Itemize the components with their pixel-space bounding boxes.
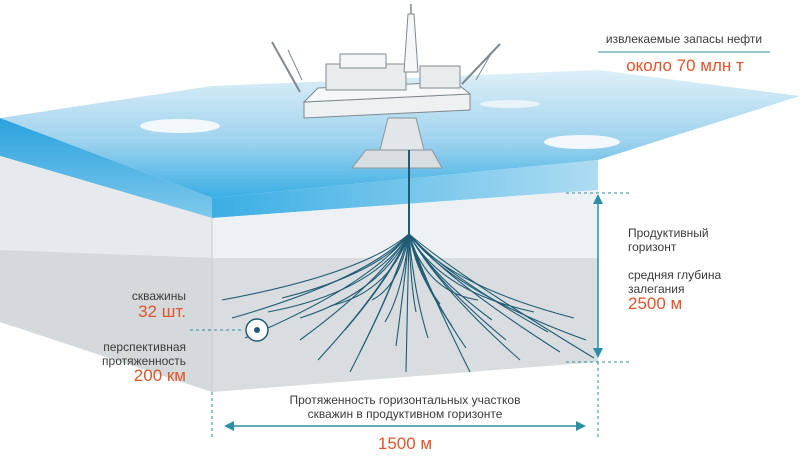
well-trajectory [349,233,410,373]
extent-label-line2: протяженность [102,354,186,368]
well-trajectory [408,233,471,373]
well-trajectory [408,233,429,339]
well-trajectory [221,233,410,301]
horizontal-label-line2: скважин в продуктивном горизонте [307,407,503,421]
well-trajectory [267,233,410,313]
well-trajectory [299,233,410,319]
well-trajectory [408,233,595,359]
depth-arrow [593,194,603,358]
depth-label-line2: залегания [628,282,685,296]
wells-value: 32 шт. [138,302,186,321]
well-trajectory [371,233,410,301]
horizon-layer-front [0,250,212,392]
horizon-label-line2: горизонт [628,240,677,254]
reserves-value: около 70 млн т [626,56,744,75]
depth-value: 2500 м [628,294,683,313]
wells-label: скважины [131,289,186,303]
well-trajectory [408,233,575,319]
extent-value: 200 км [133,366,186,385]
depth-label-line1: средняя глубина [628,268,722,282]
horizon-label-line1: Продуктивный [628,226,709,240]
well-trajectory [408,233,587,341]
well-trajectory [408,233,535,313]
extent-label-line1: перспективная [103,340,186,354]
well-trajectory [281,233,410,299]
well-trajectory [395,233,410,347]
horizontal-label-line1: Протяженность горизонтальных участков [289,393,521,407]
well-marker-dot [254,327,260,333]
ice-floe-left [140,119,220,133]
horizontal-wells [221,233,595,373]
water-right-face [212,160,598,218]
well-trajectory [405,233,410,373]
well-trajectory [344,233,410,331]
ice-floe-far [480,100,540,108]
horizon-layer-right [212,258,598,392]
ice-floe-right [544,135,620,149]
oil-platform [271,4,501,169]
length-arrow [224,421,586,431]
water-front-face [0,118,212,218]
horizontal-value: 1500 м [377,434,433,453]
reserves-label: извлекаемые запасы нефти [605,32,763,46]
well-trajectory [244,233,410,339]
